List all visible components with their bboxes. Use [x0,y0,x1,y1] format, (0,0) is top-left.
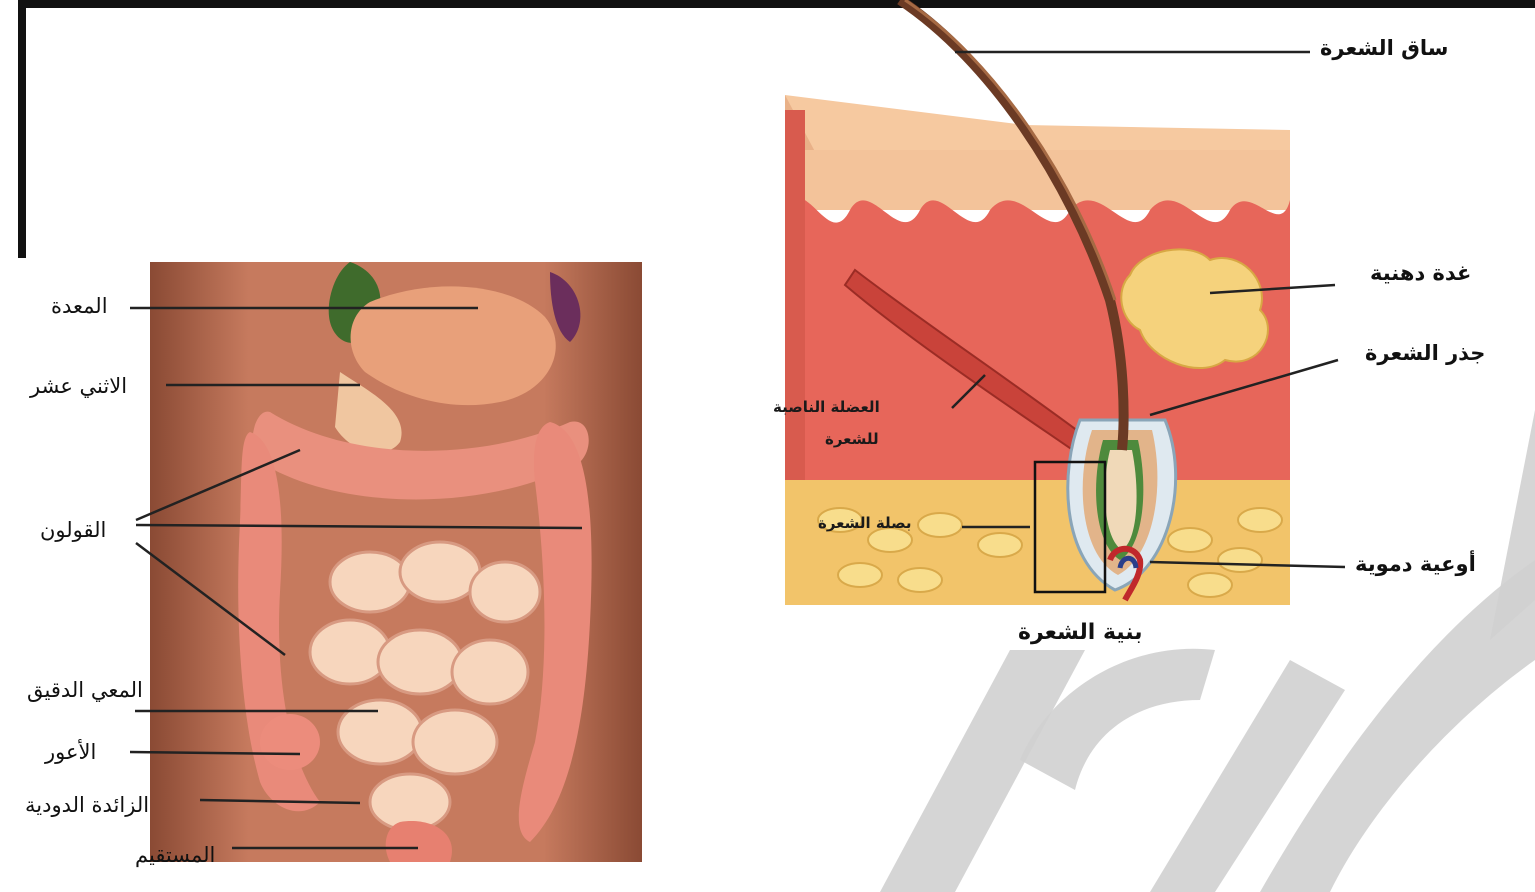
label-hair-bulb: بصلة الشعرة [818,516,912,531]
frame-left-border [18,0,26,258]
label-rectum: المستقيم [135,845,215,866]
label-small-intestine: المعي الدقيق [27,680,143,701]
frame-right-border [1508,0,1514,8]
label-hair-root: جذر الشعرة [1365,343,1485,364]
label-erector-muscle-line2: للشعرة [825,432,879,447]
label-colon: القولون [40,520,106,541]
label-duodenum: الاثني عشر [30,376,127,397]
label-appendix: الزائدة الدودية [25,795,149,816]
label-blood-vessels: أوعية دموية [1355,554,1476,575]
diagram-title-hair-structure: بنية الشعرة [1018,622,1143,644]
digestive-system-illustration [150,262,642,862]
label-erector-muscle-line1: العضلة الناصبة [773,400,880,415]
label-cecum: الأعور [45,742,96,763]
label-hair-shaft: ساق الشعرة [1320,38,1448,59]
label-stomach: المعدة [51,296,108,317]
label-sebaceous-gland: غدة دهنية [1370,263,1471,284]
